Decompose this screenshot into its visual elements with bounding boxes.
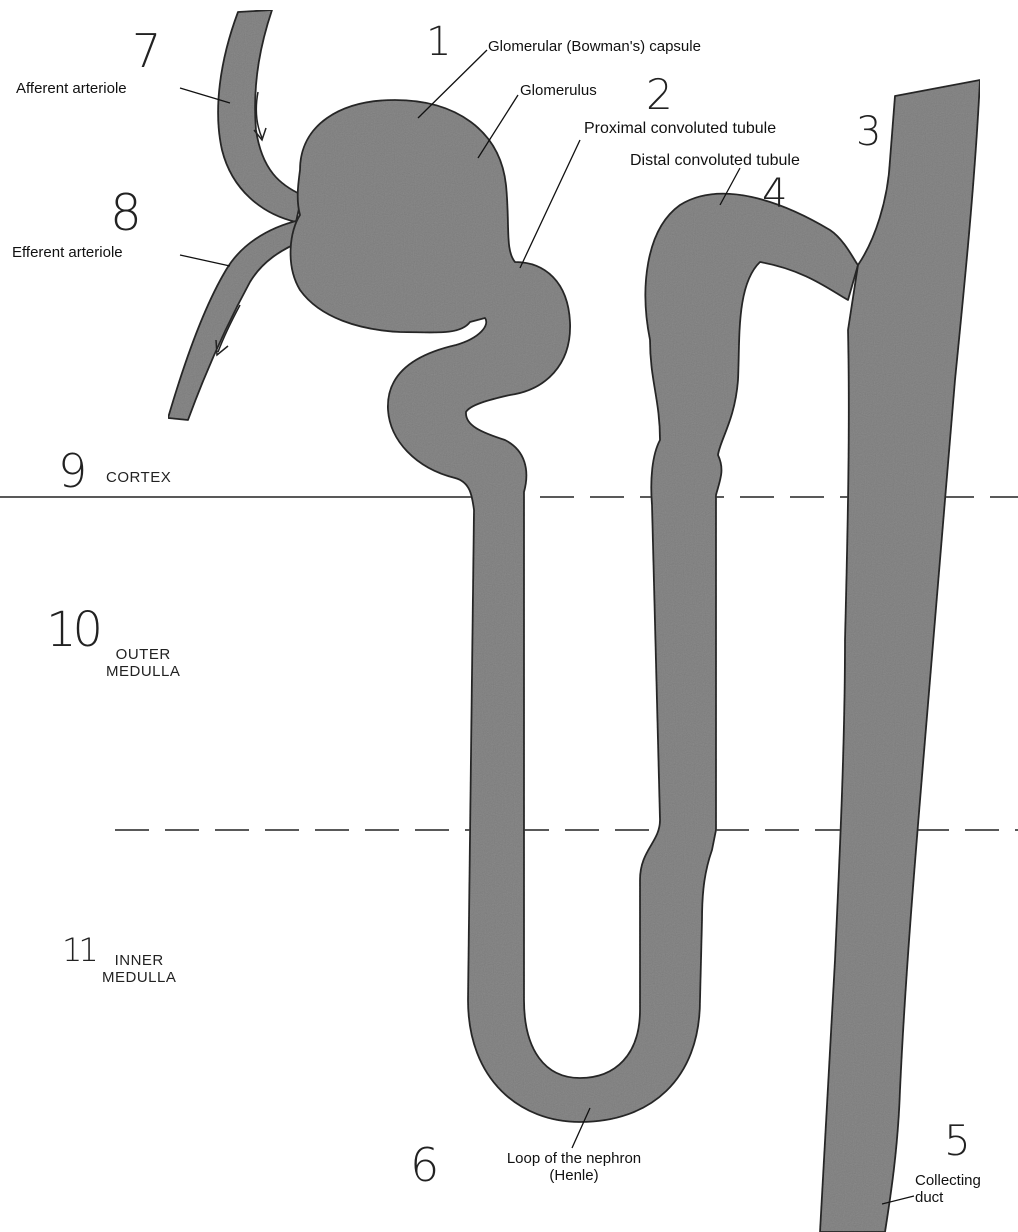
number-4: 4	[762, 174, 787, 214]
number-11: 11	[62, 934, 95, 966]
leader-proximal-tubule	[520, 140, 580, 268]
zone-cortex: CORTEX	[106, 469, 171, 486]
zone-outer-line2: MEDULLA	[106, 663, 180, 680]
label-proximal-tubule: Proximal convoluted tubule	[584, 120, 776, 137]
number-3: 3	[856, 112, 881, 152]
label-distal-tubule: Distal convoluted tubule	[630, 152, 800, 169]
number-1: 1	[426, 22, 451, 62]
label-efferent-arteriole: Efferent arteriole	[12, 244, 123, 261]
nephron-structure	[168, 10, 980, 1232]
leader-glomerulus	[478, 95, 518, 158]
bowmans-capsule-shape	[291, 100, 858, 1122]
label-collecting-line2: duct	[915, 1189, 981, 1206]
zone-inner-line1: INNER	[102, 952, 176, 969]
zone-inner-medulla: INNER MEDULLA	[102, 952, 176, 986]
efferent-arteriole-shape	[168, 220, 304, 420]
number-9: 9	[58, 448, 87, 494]
number-10: 10	[46, 606, 99, 654]
label-loop-line2: (Henle)	[474, 1167, 674, 1184]
label-collecting-line1: Collecting	[915, 1172, 981, 1189]
zone-inner-line2: MEDULLA	[102, 969, 176, 986]
number-8: 8	[110, 188, 142, 238]
label-bowmans-capsule: Glomerular (Bowman's) capsule	[488, 38, 701, 55]
number-5: 5	[944, 1120, 971, 1162]
label-afferent-arteriole: Afferent arteriole	[16, 80, 127, 97]
afferent-arteriole-shape	[218, 10, 302, 222]
number-7: 7	[132, 28, 161, 74]
label-collecting-duct: Collecting duct	[915, 1172, 981, 1206]
leader-efferent	[180, 255, 230, 266]
number-6: 6	[410, 1142, 439, 1188]
label-loop-line1: Loop of the nephron	[474, 1150, 674, 1167]
label-loop-of-henle: Loop of the nephron (Henle)	[474, 1150, 674, 1184]
label-glomerulus: Glomerulus	[520, 82, 597, 99]
zone-outer-line1: OUTER	[106, 646, 180, 663]
number-2: 2	[646, 74, 673, 116]
zone-outer-medulla: OUTER MEDULLA	[106, 646, 180, 680]
